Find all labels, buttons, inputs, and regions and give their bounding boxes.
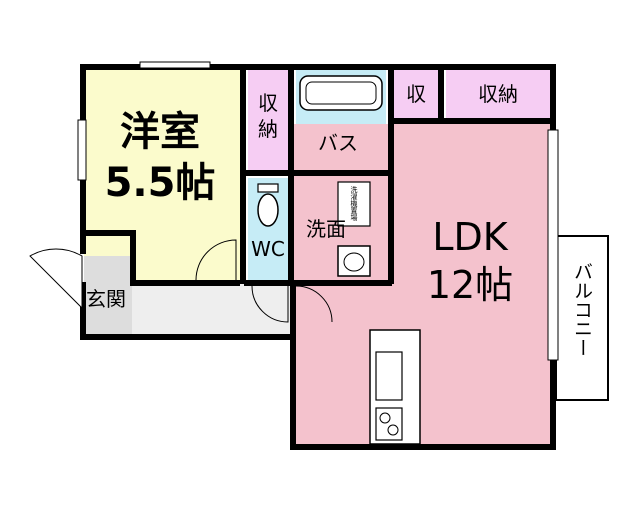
entrance-label: 玄関: [86, 287, 126, 311]
wc-label: WC: [251, 237, 285, 261]
ldk-name: LDK: [432, 215, 508, 259]
storage-western: [248, 70, 288, 170]
burner-icon: [379, 412, 391, 424]
bathtub-inner: [305, 81, 377, 105]
washroom-label: 洗面: [306, 217, 346, 241]
storage-western-label-1: 収: [258, 91, 278, 115]
wash-basin-icon: [337, 245, 371, 277]
storage-small-label: 収: [406, 82, 426, 106]
kitchen-sink: [375, 351, 403, 401]
balcony-label: バルコニー: [571, 262, 593, 357]
basin-bowl: [343, 252, 365, 272]
storage-western-label-2: 納: [258, 117, 278, 141]
storage-large: [446, 70, 550, 120]
washer-label: 洗濯機置場: [350, 185, 358, 222]
entrance-area: [84, 256, 132, 334]
western-room-size: 5.5帖: [105, 160, 216, 206]
burner-icon: [387, 424, 399, 436]
storage-large-label: 収納: [478, 82, 518, 106]
toilet-tank: [257, 183, 279, 193]
stove: [375, 407, 403, 441]
storage-small: [394, 70, 438, 120]
door-swings: [29, 239, 333, 323]
washer-space: [337, 181, 371, 227]
windows: [77, 61, 559, 361]
ldk-size: 12帖: [427, 263, 513, 307]
bathtub-icon: [299, 75, 383, 111]
western-room-lower: [138, 230, 244, 282]
bath-label: バス: [318, 131, 358, 155]
hallway: [132, 284, 292, 334]
western-room-name: 洋室: [120, 109, 200, 155]
toilet-icon: [257, 193, 279, 227]
